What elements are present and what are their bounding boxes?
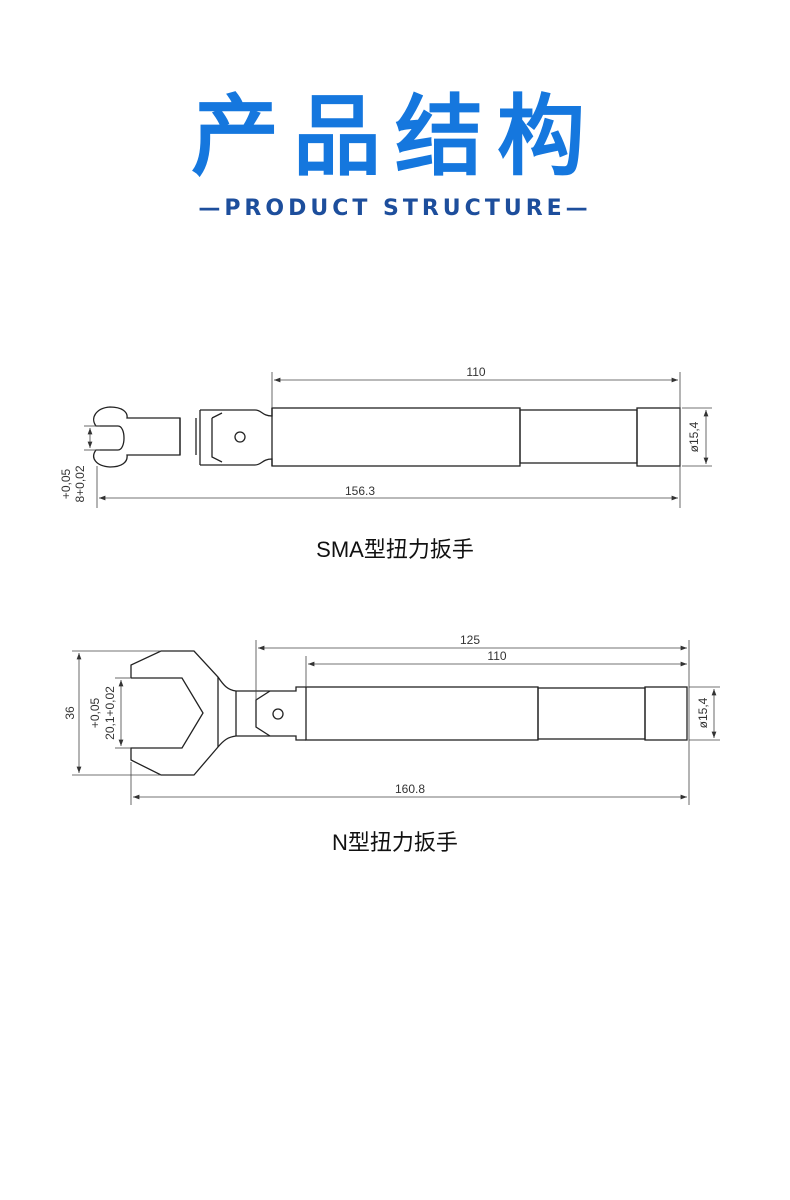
sma-head <box>93 406 181 468</box>
sma-dim-110: 110 <box>466 365 485 379</box>
n-dim-opening: 20,1+0,02 <box>103 686 117 740</box>
n-dim-36: 36 <box>63 706 77 720</box>
n-dim-125: 125 <box>460 633 480 647</box>
sma-pin <box>234 431 246 443</box>
sma-wrench-caption: SMA型扭力扳手 <box>316 537 474 562</box>
n-dim-diameter: ø15,4 <box>696 697 710 728</box>
sma-dim-opening: 8+0,02 <box>73 465 87 502</box>
n-head <box>130 650 306 776</box>
n-dim-total: 160.8 <box>395 782 425 796</box>
sma-wrench-drawing <box>84 372 712 508</box>
n-handle <box>305 686 539 741</box>
n-end-cap <box>644 686 688 741</box>
sma-handle <box>271 407 521 467</box>
page-subtitle: —PRODUCT STRUCTURE— <box>198 196 592 221</box>
sma-dim-diameter: ø15,4 <box>687 421 701 452</box>
n-dim-110: 110 <box>487 649 506 663</box>
n-wrench-drawing <box>72 640 720 805</box>
sma-dim-total: 156.3 <box>345 484 375 498</box>
n-mid <box>537 687 646 740</box>
n-dim-tol: +0,05 <box>88 697 102 728</box>
sma-dim-tol: +0,05 <box>59 468 73 499</box>
n-pin <box>272 708 284 720</box>
page-title: 产品结构 <box>190 85 599 188</box>
n-wrench-caption: N型扭力扳手 <box>332 830 458 855</box>
sma-mid <box>519 409 638 464</box>
sma-collar <box>199 408 273 466</box>
sma-end-cap <box>636 407 681 467</box>
